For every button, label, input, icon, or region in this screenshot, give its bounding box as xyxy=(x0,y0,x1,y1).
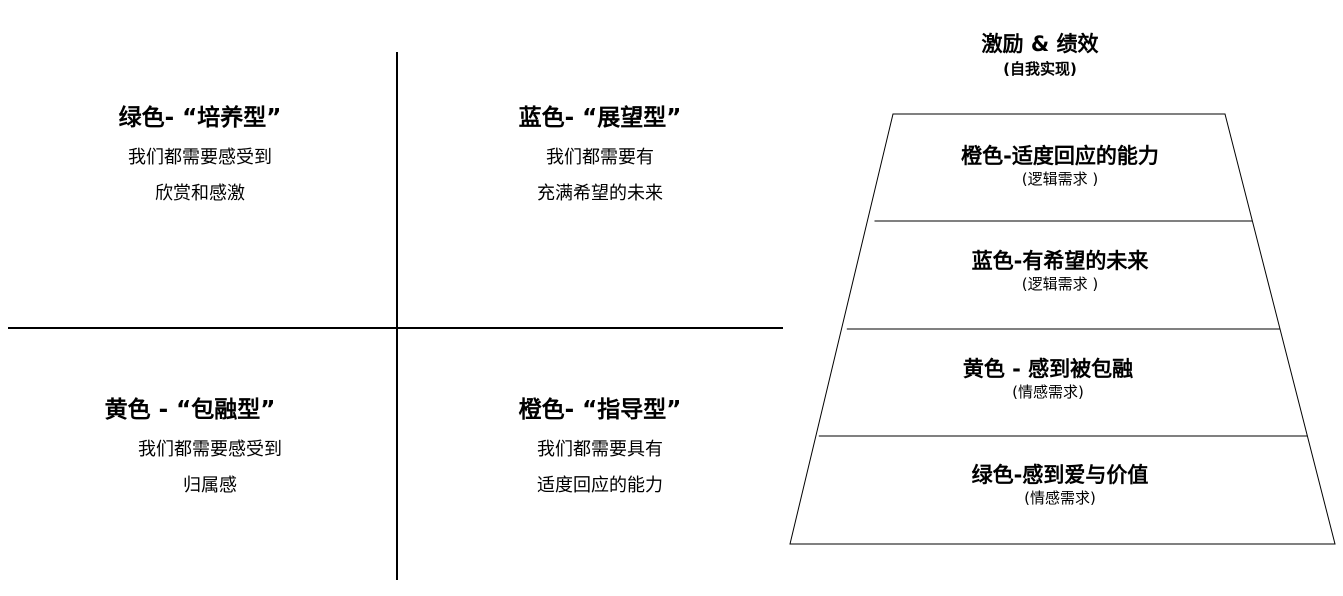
quadrant-text-line: 充满希望的未来 xyxy=(537,183,663,204)
pyramid-level: 黄色 - 感到被包融 (情感需求) xyxy=(868,356,1228,402)
quadrant-top-left: 绿色- “培养型” 我们都需要感受到 欣赏和感激 xyxy=(10,103,390,207)
pyramid-level-subtitle: (逻辑需求 ) xyxy=(1021,275,1099,293)
quadrant-text-line: 我们都需要具有 xyxy=(537,439,663,460)
pyramid-apex: 激励 & 绩效 (自我实现) xyxy=(930,30,1150,80)
quadrant-vertical-divider xyxy=(396,52,398,580)
quadrant-bottom-right: 橙色- “指导型” 我们都需要具有 适度回应的能力 xyxy=(410,395,790,499)
pyramid-level: 蓝色-有希望的未来 (逻辑需求 ) xyxy=(880,248,1240,294)
pyramid-level-subtitle: (逻辑需求 ) xyxy=(1021,170,1099,188)
quadrant-text-line: 我们都需要感受到 xyxy=(128,147,272,168)
pyramid-level-title: 橙色-适度回应的能力 xyxy=(961,144,1159,168)
quadrant-title: 黄色 - “包融型” xyxy=(104,397,276,423)
pyramid-level: 橙色-适度回应的能力 (逻辑需求 ) xyxy=(880,143,1240,189)
quadrant-text-line: 适度回应的能力 xyxy=(537,475,663,496)
quadrant-bottom-left: 黄色 - “包融型” 我们都需要感受到 归属感 xyxy=(0,395,380,499)
quadrant-text-line: 归属感 xyxy=(183,475,237,496)
quadrant-text-line: 我们都需要有 xyxy=(546,147,654,168)
quadrant-text-line: 我们都需要感受到 xyxy=(138,439,282,460)
quadrant-text-line: 欣赏和感激 xyxy=(155,183,245,204)
pyramid-trapezoid xyxy=(789,113,1336,545)
pyramid-level-subtitle: (情感需求) xyxy=(1024,489,1096,507)
quadrant-title: 绿色- “培养型” xyxy=(118,105,282,131)
quadrant-title: 橙色- “指导型” xyxy=(518,397,682,423)
pyramid-level-title: 蓝色-有希望的未来 xyxy=(971,249,1149,273)
pyramid-level: 绿色-感到爱与价值 (情感需求) xyxy=(880,462,1240,508)
quadrant-top-right: 蓝色- “展望型” 我们都需要有 充满希望的未来 xyxy=(410,103,790,207)
pyramid-level-subtitle: (情感需求) xyxy=(1012,383,1084,401)
quadrant-horizontal-divider xyxy=(8,327,783,329)
pyramid-level-title: 绿色-感到爱与价值 xyxy=(971,463,1149,487)
pyramid-apex-subtitle: (自我实现) xyxy=(1003,60,1077,78)
pyramid-level-title: 黄色 - 感到被包融 xyxy=(962,357,1134,381)
quadrant-title: 蓝色- “展望型” xyxy=(518,105,682,131)
pyramid-apex-title: 激励 & 绩效 xyxy=(981,32,1099,56)
